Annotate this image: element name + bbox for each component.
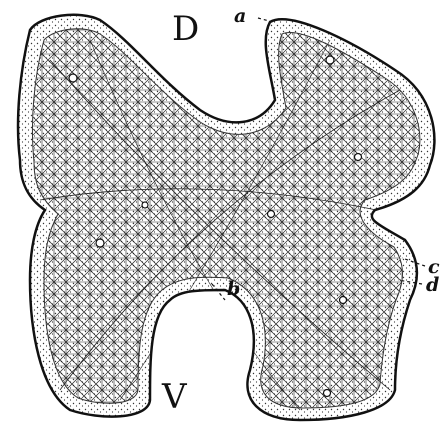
ventral-label: V — [161, 377, 188, 417]
label-d: d — [426, 274, 439, 296]
label-b: b — [227, 278, 240, 300]
label-a: a — [234, 5, 246, 27]
dorsal-label: D — [172, 9, 199, 49]
fiber-meshwork — [32, 29, 420, 410]
